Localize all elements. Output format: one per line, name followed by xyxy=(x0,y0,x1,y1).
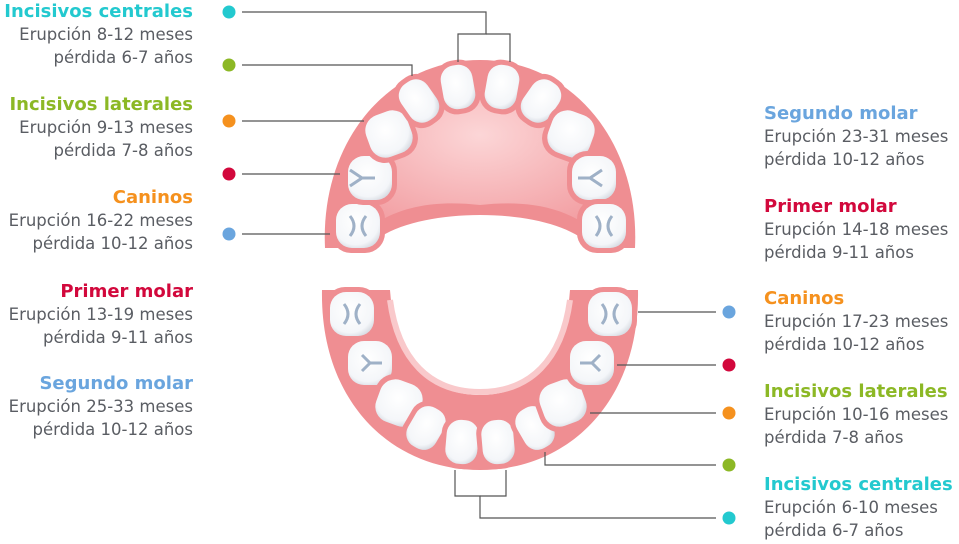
lower-right-second-molar-tooth xyxy=(583,287,637,341)
lower-canine-eruption: Erupción 17-23 meses xyxy=(764,312,949,331)
upper-lateral-name: Incisivos laterales xyxy=(9,94,193,115)
upper-central-dot xyxy=(222,5,236,19)
upper-first-molar-loss: pérdida 9-11 años xyxy=(43,328,193,347)
upper-central-eruption: Erupción 8-12 meses xyxy=(19,25,193,44)
upper-second-molar-label: Segundo molar Erupción 25-33 meses pérdi… xyxy=(0,372,193,441)
upper-second-molar-loss: pérdida 10-12 años xyxy=(32,420,193,439)
upper-first-molar-label: Primer molar Erupción 13-19 meses pérdid… xyxy=(0,280,193,349)
lower-first-molar-name: Primer molar xyxy=(764,196,897,217)
lower-canine-name: Caninos xyxy=(764,288,845,309)
lower-second-molar-loss: pérdida 10-12 años xyxy=(764,150,925,169)
lower-lateral-name: Incisivos laterales xyxy=(764,381,948,402)
upper-central-loss: pérdida 6-7 años xyxy=(53,48,193,67)
lower-first-molar-dot xyxy=(722,358,736,372)
lower-left-second-molar-tooth xyxy=(325,287,379,341)
connector-lower-lateral xyxy=(544,452,716,466)
upper-canine-loss: pérdida 10-12 años xyxy=(32,234,193,253)
lower-first-molar-label: Primer molar Erupción 14-18 meses pérdid… xyxy=(764,195,959,264)
lower-lateral-eruption: Erupción 10-16 meses xyxy=(764,405,949,424)
upper-canine-dot xyxy=(222,114,236,128)
upper-lateral-eruption: Erupción 9-13 meses xyxy=(19,118,193,137)
connector-upper-central xyxy=(242,11,487,62)
lower-first-molar-eruption: Erupción 14-18 meses xyxy=(764,220,949,239)
upper-second-molar-eruption: Erupción 25-33 meses xyxy=(8,397,193,416)
lower-second-molar-eruption: Erupción 23-31 meses xyxy=(764,127,949,146)
upper-connectors xyxy=(242,11,511,235)
lower-second-molar-dot xyxy=(722,305,736,319)
lower-lateral-dot xyxy=(722,458,736,472)
upper-first-molar-dot xyxy=(222,167,236,181)
upper-first-molar-name: Primer molar xyxy=(60,281,193,302)
lower-lateral-loss: pérdida 7-8 años xyxy=(764,428,904,447)
lower-canine-dot xyxy=(722,406,736,420)
lower-first-molar-loss: pérdida 9-11 años xyxy=(764,243,914,262)
lower-central-dot xyxy=(722,511,736,525)
lower-lateral-label: Incisivos laterales Erupción 10-16 meses… xyxy=(764,380,959,449)
lower-arch xyxy=(321,287,639,471)
upper-canine-eruption: Erupción 16-22 meses xyxy=(8,211,193,230)
lower-central-label: Incisivos centrales Erupción 6-10 meses … xyxy=(764,473,959,542)
upper-right-first-molar-tooth xyxy=(567,151,621,205)
upper-arch xyxy=(324,56,636,253)
connector-lower-central xyxy=(454,470,716,519)
connector-upper-lateral xyxy=(242,64,413,76)
lower-central-loss: pérdida 6-7 años xyxy=(764,521,904,540)
lower-central-eruption: Erupción 6-10 meses xyxy=(764,498,938,517)
upper-lateral-loss: pérdida 7-8 años xyxy=(53,141,193,160)
upper-left-second-molar-tooth xyxy=(331,199,385,253)
upper-first-molar-eruption: Erupción 13-19 meses xyxy=(8,305,193,324)
lower-central-name: Incisivos centrales xyxy=(764,474,953,495)
upper-canine-label: Caninos Erupción 16-22 meses pérdida 10-… xyxy=(0,186,193,255)
lower-connectors xyxy=(454,311,716,519)
lower-second-molar-name: Segundo molar xyxy=(764,103,918,124)
upper-lateral-dot xyxy=(222,58,236,72)
upper-lateral-label: Incisivos laterales Erupción 9-13 meses … xyxy=(0,93,193,162)
upper-central-label: Incisivos centrales Erupción 8-12 meses … xyxy=(0,0,193,69)
lower-second-molar-label: Segundo molar Erupción 23-31 meses pérdi… xyxy=(764,102,959,171)
upper-central-name: Incisivos centrales xyxy=(4,1,193,22)
upper-second-molar-name: Segundo molar xyxy=(39,373,193,394)
upper-second-molar-dot xyxy=(222,227,236,241)
lower-canine-label: Caninos Erupción 17-23 meses pérdida 10-… xyxy=(764,287,959,356)
upper-right-second-molar-tooth xyxy=(577,199,631,253)
lower-canine-loss: pérdida 10-12 años xyxy=(764,335,925,354)
upper-canine-name: Caninos xyxy=(112,187,193,208)
